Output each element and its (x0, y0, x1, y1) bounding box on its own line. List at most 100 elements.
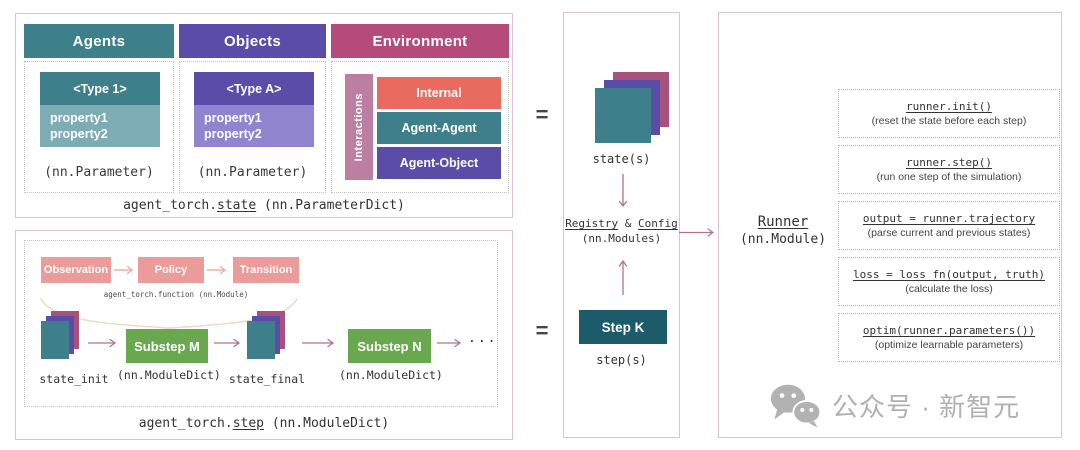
state-panel: Agents Objects Environment <Type 1> prop… (15, 13, 513, 218)
agents-properties: property1 property2 (40, 105, 160, 147)
state-caption-prefix: agent_torch. (123, 198, 218, 213)
equals-sign-bottom: = (535, 318, 549, 343)
objects-type-card: <Type A> property1 property2 (194, 72, 314, 147)
substep-m-sub-label: (nn.ModuleDict) (117, 368, 221, 382)
method-code: output = runner.trajectory (862, 212, 1036, 225)
state-final-label: state_final (228, 372, 306, 386)
registry-amp: & (624, 217, 632, 230)
environment-box: Interactions Internal Agent-Agent Agent-… (331, 61, 509, 193)
method-desc: (optimize learnable parameters) (874, 339, 1024, 351)
state-init-stack (41, 311, 81, 361)
step-caption-suffix: (nn.ModuleDict) (264, 416, 390, 431)
method-desc: (reset the state before each step) (871, 115, 1027, 127)
objects-box: <Type A> property1 property2 (nn.Paramet… (179, 61, 326, 193)
arrow-right-icon (207, 265, 227, 275)
converge-brace-icon (40, 298, 298, 329)
runner-name: Runner (757, 214, 809, 230)
method-code: runner.step() (905, 156, 993, 169)
middle-to-runner-arrow-icon (679, 228, 715, 237)
env-row-agent-agent: Agent-Agent (377, 112, 501, 144)
arrow-up-icon (618, 259, 628, 295)
env-row-agent-agent-label: Agent-Agent (401, 121, 477, 135)
state-final-stack (247, 311, 287, 361)
agents-property-2: property2 (50, 127, 108, 141)
equals-sign-top: = (535, 102, 549, 127)
transition-label: Transition (239, 264, 293, 276)
interactions-label: Interactions (353, 92, 365, 162)
method-box-runner-init: runner.init() (reset the state before ea… (838, 89, 1060, 138)
agents-property-1: property1 (50, 111, 108, 125)
objects-header: Objects (179, 24, 326, 58)
config-link: Config (638, 217, 678, 230)
objects-header-label: Objects (223, 32, 282, 50)
policy-box: Policy (138, 257, 204, 283)
method-code: optim(runner.parameters()) (862, 324, 1036, 337)
arrow-down-icon (618, 174, 628, 208)
runner-sub-label: (nn.Module) (739, 232, 827, 247)
interactions-bar: Interactions (345, 74, 373, 180)
registry-config-label: Registry & Config (nn.Modules) (564, 216, 679, 246)
substep-n-sub-label: (nn.ModuleDict) (339, 368, 443, 382)
stack-card-teal (247, 321, 275, 359)
policy-label: Policy (154, 264, 188, 276)
step-caption: agent_torch.step (nn.ModuleDict) (16, 416, 512, 431)
method-code: loss = loss_fn(output, truth) (852, 268, 1046, 281)
stack-card-teal (41, 321, 69, 359)
flow-arrow-icon (437, 338, 462, 348)
function-module-label: agent_torch.function (nn.Module) (103, 290, 249, 299)
runner-label: Runner (nn.Module) (725, 214, 841, 247)
objects-type-label: <Type A> (226, 81, 282, 96)
substep-n-box: Substep N (348, 329, 431, 363)
agents-type-label: <Type 1> (73, 81, 127, 96)
states-stack (595, 72, 670, 145)
state-init-label: state_init (39, 372, 109, 386)
objects-type-header: <Type A> (194, 72, 314, 105)
method-box-optim: optim(runner.parameters()) (optimize lea… (838, 313, 1060, 362)
method-box-loss-fn: loss = loss_fn(output, truth) (calculate… (838, 257, 1060, 306)
registry-link: Registry (565, 217, 619, 230)
agents-header-label: Agents (72, 32, 126, 50)
agents-type-card: <Type 1> property1 property2 (40, 72, 160, 147)
objects-param-label: (nn.Parameter) (197, 165, 308, 180)
flow-arrow-icon (302, 338, 335, 348)
env-row-internal: Internal (377, 77, 501, 109)
transition-box: Transition (233, 257, 299, 283)
method-box-runner-trajectory: output = runner.trajectory (parse curren… (838, 201, 1060, 250)
step-inner-box (24, 240, 498, 407)
agents-header: Agents (24, 24, 174, 58)
watermark-text: 公众号 · 新智元 (832, 391, 1021, 422)
step-caption-prefix: agent_torch. (138, 416, 233, 431)
method-desc: (run one step of the simulation) (876, 171, 1022, 183)
registry-sub-label: (nn.Modules) (581, 232, 662, 245)
states-label: state(s) (592, 152, 651, 166)
objects-property-2: property2 (204, 127, 262, 141)
method-box-runner-step: runner.step() (run one step of the simul… (838, 145, 1060, 194)
step-k-label: Step K (601, 319, 645, 335)
step-panel: Observation Policy Transition agent_torc… (15, 230, 513, 440)
runner-panel: Runner (nn.Module) runner.init() (reset … (718, 12, 1062, 438)
agents-box: <Type 1> property1 property2 (nn.Paramet… (24, 61, 174, 193)
environment-header: Environment (331, 24, 509, 58)
state-caption-link: state (217, 198, 257, 213)
step-k-box: Step K (579, 310, 667, 344)
environment-header-label: Environment (372, 32, 468, 50)
state-caption-suffix: (nn.ParameterDict) (256, 198, 405, 213)
flow-arrow-icon (214, 338, 241, 348)
substep-m-label: Substep M (134, 338, 200, 354)
method-desc: (calculate the loss) (905, 283, 993, 295)
objects-property-1: property1 (204, 111, 262, 125)
observation-box: Observation (41, 257, 111, 283)
env-row-agent-object-label: Agent-Object (399, 156, 479, 170)
stack-card-teal (595, 88, 651, 143)
runner-methods-list: runner.init() (reset the state before ea… (838, 89, 1060, 369)
agents-param-label: (nn.Parameter) (44, 165, 154, 180)
ellipsis-label: ... (468, 331, 498, 346)
substep-m-box: Substep M (126, 329, 208, 363)
state-caption: agent_torch.state (nn.ParameterDict) (16, 198, 512, 213)
method-desc: (parse current and previous states) (867, 227, 1031, 239)
flow-arrow-icon (88, 338, 117, 348)
middle-panel: state(s) Registry & Config (nn.Modules) … (563, 12, 680, 438)
env-row-internal-label: Internal (416, 86, 462, 100)
method-code: runner.init() (905, 100, 993, 113)
